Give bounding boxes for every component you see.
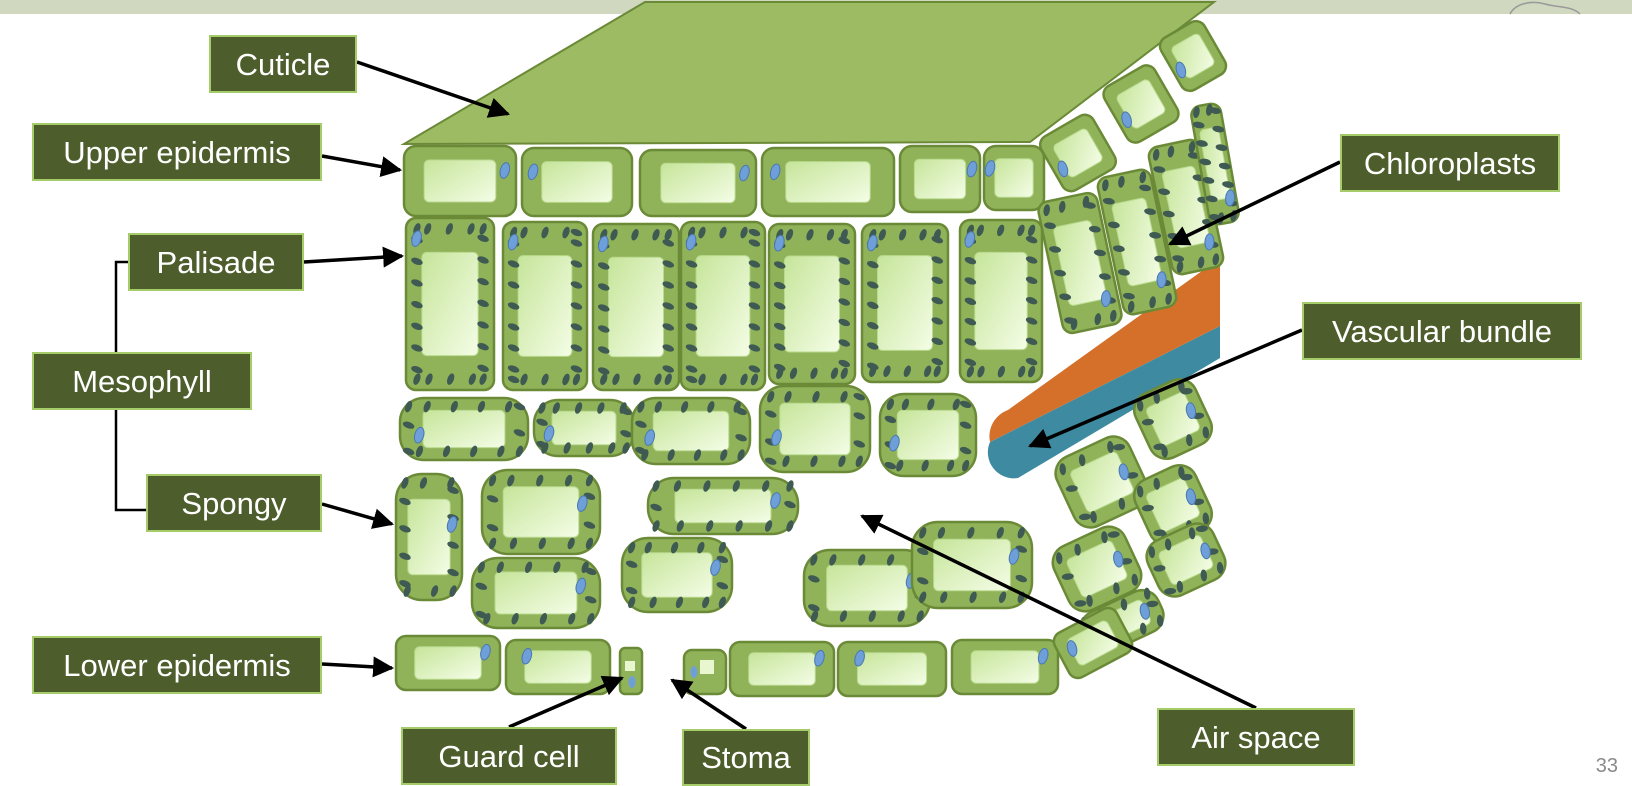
palisade-cell [501,220,589,392]
palisade-cell [767,222,857,386]
upper-epidermis-cell [1158,19,1228,93]
lower-epidermis-cell [394,634,502,692]
corner-figure-icon [1509,1,1581,15]
lower-epidermis-cell [836,640,948,698]
spongy-cell [910,520,1034,610]
palisade-cell [1190,102,1240,226]
upper-epidermis-cell [1038,113,1118,193]
palisade-cell [958,218,1044,384]
upper-epidermis-label: Upper epidermis [32,123,322,181]
chloroplasts-arrow [1168,160,1341,246]
palisade-cell [1096,168,1178,316]
spongy-cell [802,548,932,628]
palisade-label: Palisade [128,233,304,291]
palisade-arrow [303,246,405,268]
stoma-label: Stoma [682,729,810,786]
palisade-cell [860,222,950,384]
cuticle-arrow [356,60,510,118]
slide-number: 33 [1595,755,1618,777]
vascular-bundle-arrow [1028,328,1303,449]
lower-epidermis-cell [728,640,836,698]
upper-epidermis-arrow [321,154,403,177]
spongy-cell [394,472,464,602]
spongy-cell [758,384,872,474]
spongy-cell [630,396,752,466]
air-space-label: Air space [1157,708,1355,766]
spongy-cell [1054,435,1150,529]
spongy-cell [398,396,530,462]
stoma-arrow [670,678,747,731]
spongy-cell [480,468,602,556]
palisade-cell [679,220,767,392]
lower-epidermis-label: Lower epidermis [32,636,322,694]
spongy-arrow [321,502,395,529]
guard-cell-left [618,646,644,696]
upper-epidermis-cell [760,146,896,218]
spongy-cell [470,556,602,630]
cell-layer [394,19,1240,698]
spongy-cell [1051,525,1143,613]
mesophyll-label: Mesophyll [32,352,252,410]
spongy-cell [1145,522,1227,598]
lower-epidermis-cell [504,638,612,696]
palisade-cell [591,222,681,392]
guard-cell-right [682,648,728,696]
upper-epidermis-cell [638,148,758,218]
lower-epidermis-cell [950,638,1060,696]
guard-cell-arrow [508,675,624,729]
chloroplasts-label: Chloroplasts [1340,134,1560,192]
guard-cell-label: Guard cell [401,727,617,785]
palisade-cell [404,216,496,392]
spongy-cell [646,476,800,536]
upper-epidermis-cell [1102,64,1180,144]
upper-epidermis-cell [402,144,518,218]
spongy-cell [878,392,978,478]
upper-epidermis-cell [520,146,634,218]
cuticle-label: Cuticle [209,35,357,93]
upper-epidermis-cell [982,144,1046,212]
palisade-cell [1037,191,1123,335]
lower-epidermis-cell [1052,606,1134,680]
lower-epidermis-arrow [321,656,395,678]
spongy-label: Spongy [146,474,322,532]
vascular-bundle-label: Vascular bundle [1302,302,1582,360]
cuticle-layer [400,1,1217,146]
air-space-arrow [860,514,1257,710]
arrow-layer [303,60,1341,731]
spongy-cell [620,536,734,614]
upper-epidermis-cell [898,144,982,214]
spongy-cell [532,398,636,458]
